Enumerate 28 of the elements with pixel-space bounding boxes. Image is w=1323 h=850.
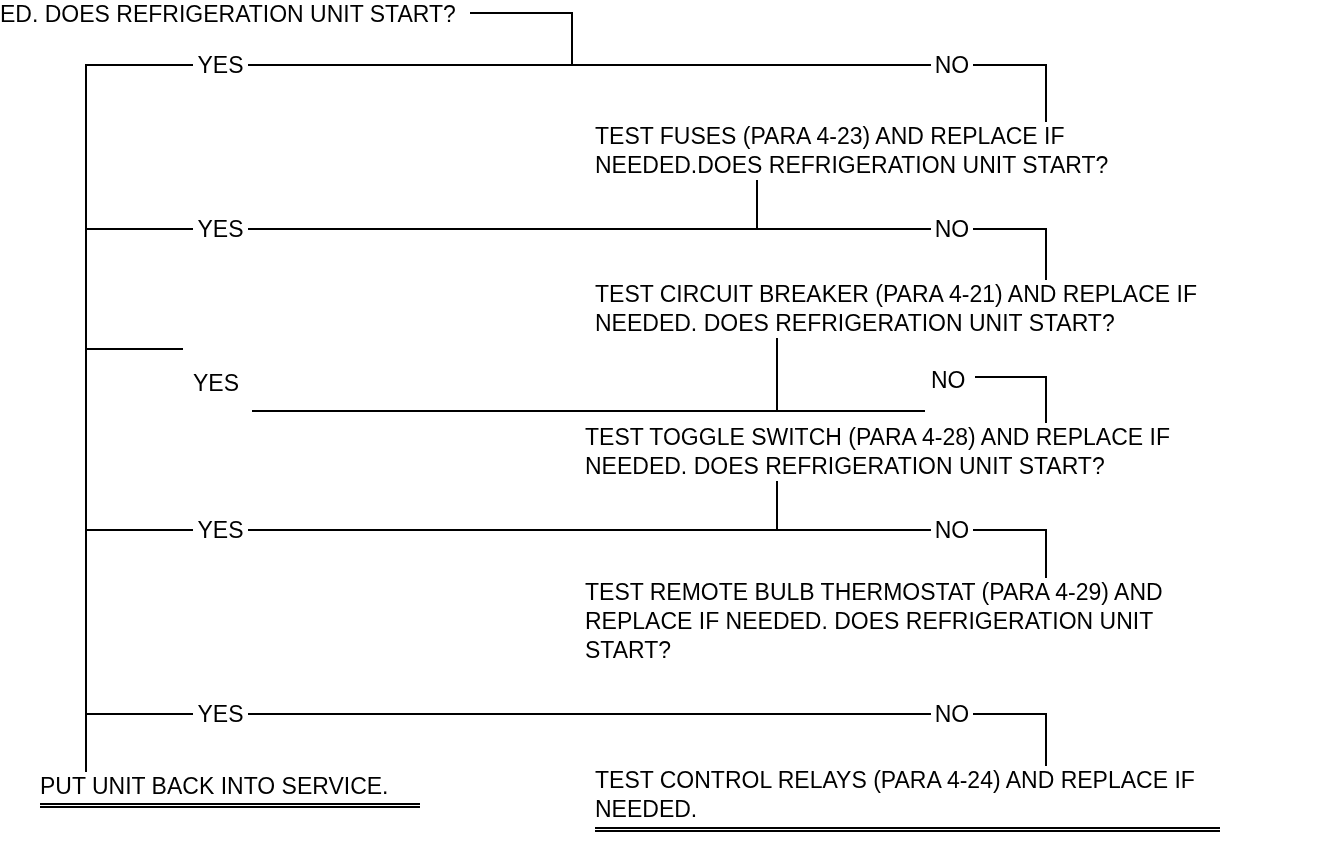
connector-line — [972, 529, 1047, 579]
branch-label: YES — [193, 517, 248, 543]
connector-line — [85, 713, 194, 773]
connector-line — [972, 64, 1047, 123]
connector-line — [972, 713, 1047, 767]
question-text: TEST FUSES (PARA 4-23) AND REPLACE IF NEEDED.DOES REFRIGERATION UNIT START? — [595, 122, 1125, 180]
connector-line — [756, 179, 932, 230]
connector-line — [972, 228, 1047, 281]
connector-line — [469, 12, 932, 66]
branch-label: YES — [193, 216, 248, 242]
branch-label: YES — [183, 345, 252, 415]
branch-label: YES — [193, 701, 248, 727]
question-text: ED. DOES REFRIGERATION UNIT START? — [0, 0, 470, 26]
question-text: TEST REMOTE BULB THERMOSTAT (PARA 4-29) AND REPLACE IF NEEDED. DOES REFRIGERATION UNIT START? — [585, 578, 1177, 665]
question-text: TEST CIRCUIT BREAKER (PARA 4-21) AND REPLACE IF NEEDED. DOES REFRIGERATION UNIT START? — [595, 280, 1220, 338]
action-text: PUT UNIT BACK INTO SERVICE. — [40, 772, 420, 808]
action-text: TEST CONTROL RELAYS (PARA 4-24) AND REPLACE IF NEEDED. — [595, 766, 1220, 832]
branch-label: NO — [931, 701, 973, 727]
branch-label: YES — [193, 52, 248, 78]
connector-line — [974, 376, 1047, 424]
connector-line — [776, 337, 926, 412]
connector-line — [247, 713, 932, 715]
branch-label: NO — [925, 360, 975, 415]
connector-line — [776, 480, 932, 531]
branch-label: NO — [931, 216, 973, 242]
branch-label: NO — [931, 517, 973, 543]
question-text: TEST TOGGLE SWITCH (PARA 4-28) AND REPLACE IF NEEDED. DOES REFRIGERATION UNIT START? — [585, 423, 1185, 481]
branch-label: NO — [931, 52, 973, 78]
